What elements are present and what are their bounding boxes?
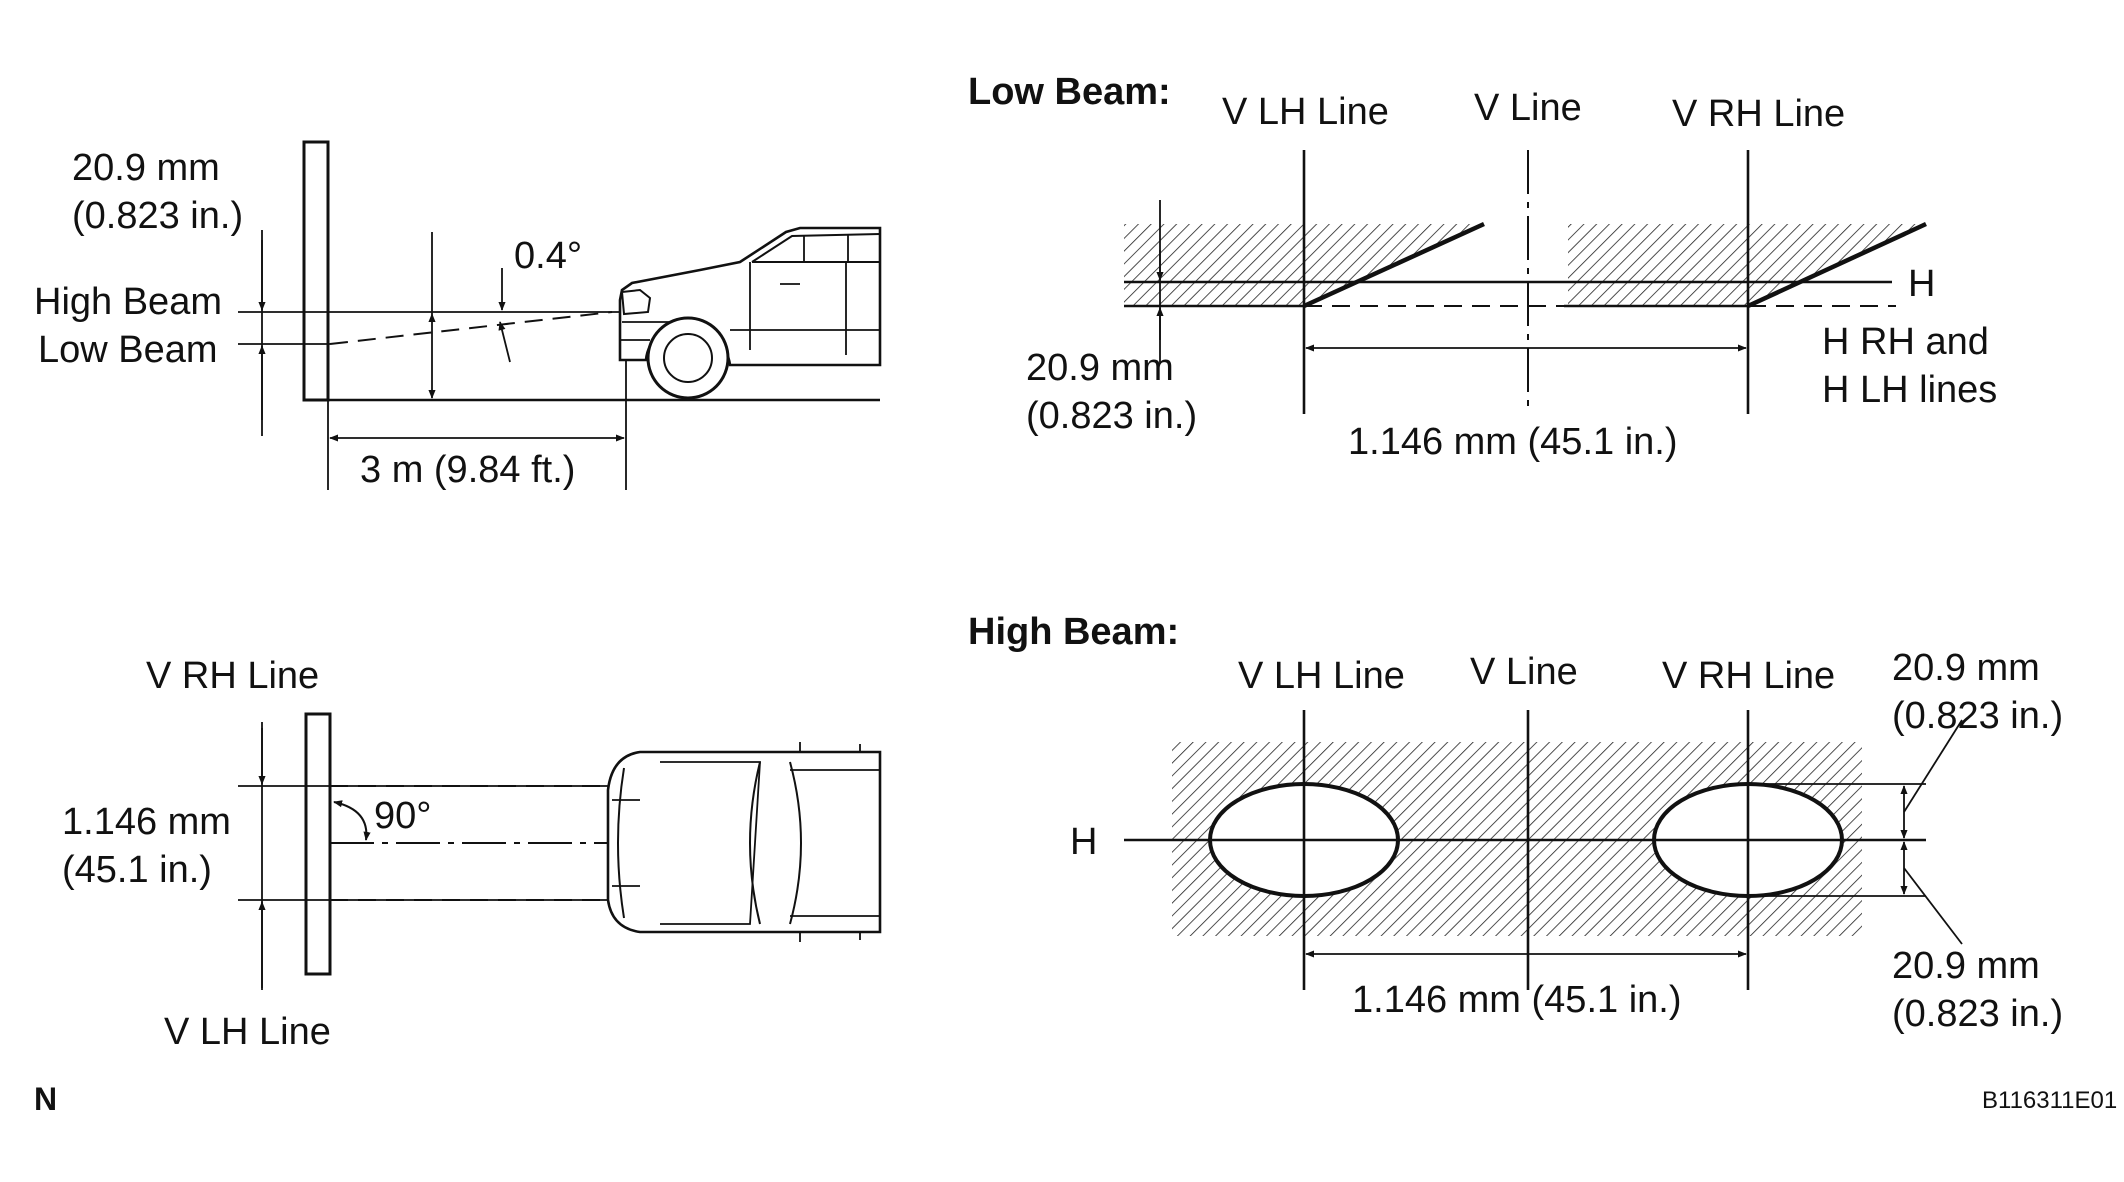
top-spacing-label-2: (45.1 in.) xyxy=(62,849,212,891)
aiming-screen xyxy=(302,140,330,402)
low-v-rh-label: V RH Line xyxy=(1672,93,1845,135)
distance-label: 3 m (9.84 ft.) xyxy=(360,449,575,491)
low-spacing: 1.146 mm (45.1 in.) xyxy=(1348,421,1677,463)
high-beam-title: High Beam: xyxy=(968,611,1179,653)
high-upper-2: (0.823 in.) xyxy=(1892,695,2063,737)
high-beam-label: High Beam xyxy=(34,281,222,323)
high-lower-1: 20.9 mm xyxy=(1892,945,2040,987)
side-dim-label-1: 20.9 mm xyxy=(72,147,220,189)
high-h-label: H xyxy=(1070,821,1097,863)
top-view: V RH Line 1.146 mm (45.1 in.) 90° V LH L… xyxy=(62,655,882,1053)
high-v-rh-label: V RH Line xyxy=(1662,655,1835,697)
beam-path xyxy=(329,311,613,345)
top-spacing-label-1: 1.146 mm xyxy=(62,801,231,843)
top-v-lh-label: V LH Line xyxy=(164,1011,331,1053)
north-marker: N xyxy=(34,1081,57,1117)
low-v-lh-label: V LH Line xyxy=(1222,91,1389,133)
high-beam-pattern: High Beam: V LH Line V Line V RH Line H … xyxy=(968,611,2063,1035)
high-v-lh-label: V LH Line xyxy=(1238,655,1405,697)
low-beam-title: Low Beam: xyxy=(968,71,1171,113)
high-v-label: V Line xyxy=(1470,651,1578,693)
tilt-angle-label: 0.4° xyxy=(514,235,582,277)
top-v-rh-label: V RH Line xyxy=(146,655,319,697)
low-h-label: H xyxy=(1908,263,1935,305)
low-offset-1: 20.9 mm xyxy=(1026,347,1174,389)
low-offset-2: (0.823 in.) xyxy=(1026,395,1197,437)
high-upper-1: 20.9 mm xyxy=(1892,647,2040,689)
low-h-lines-1: H RH and xyxy=(1822,321,1989,363)
vehicle-side-icon xyxy=(618,226,882,400)
aiming-screen-top xyxy=(304,712,332,976)
low-beam-pattern: Low Beam: V LH Line V Line V RH Line H H… xyxy=(968,71,1997,463)
low-beam-label: Low Beam xyxy=(38,329,218,371)
low-v-label: V Line xyxy=(1474,87,1582,129)
right-angle-label: 90° xyxy=(374,795,431,837)
high-spacing: 1.146 mm (45.1 in.) xyxy=(1352,979,1681,1021)
side-dim-label-2: (0.823 in.) xyxy=(72,195,243,237)
figure-id: B116311E01 xyxy=(1982,1087,2117,1114)
high-lower-2: (0.823 in.) xyxy=(1892,993,2063,1035)
side-view: 20.9 mm (0.823 in.) High Beam Low Beam 0… xyxy=(34,140,882,491)
low-h-lines-2: H LH lines xyxy=(1822,369,1997,411)
vehicle-top-icon xyxy=(606,742,882,942)
